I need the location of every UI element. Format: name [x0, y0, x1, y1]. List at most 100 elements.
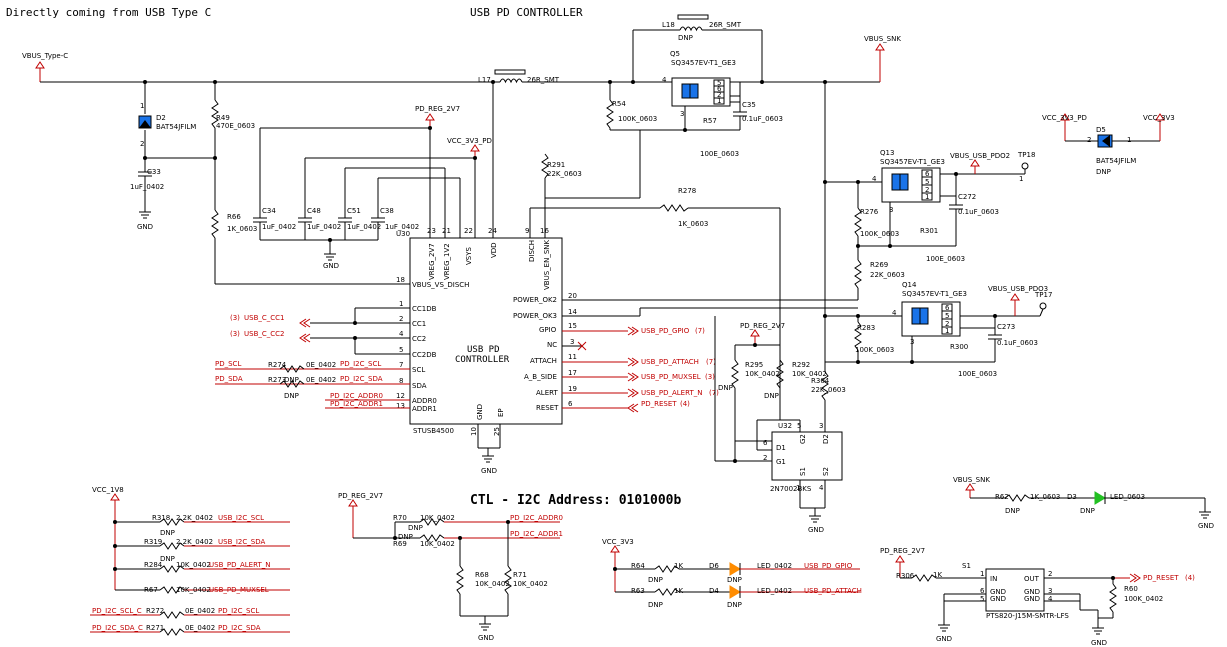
svg-text:10K_0402: 10K_0402 [176, 561, 211, 569]
svg-text:VREG_2V7: VREG_2V7 [428, 243, 436, 280]
pd-scl-label: PD_SCL [215, 360, 241, 368]
gnd-symbol: GND [323, 253, 339, 270]
svg-text:POWER_OK3: POWER_OK3 [513, 312, 557, 320]
svg-text:SDA: SDA [412, 382, 427, 390]
svg-text:PD_I2C_ADDR0: PD_I2C_ADDR0 [510, 514, 563, 522]
svg-text:TP17: TP17 [1034, 291, 1052, 299]
svg-text:C38: C38 [380, 207, 394, 215]
svg-text:22K_0603: 22K_0603 [811, 386, 846, 394]
svg-text:PD_RESET: PD_RESET [1143, 574, 1179, 582]
usb-pd-muxsel-port: USB_PD_MUXSEL (3) [562, 372, 715, 382]
svg-text:DNP: DNP [1080, 507, 1095, 515]
svg-text:USB PD: USB PD [467, 345, 500, 355]
svg-text:R271: R271 [146, 624, 164, 632]
r306-resistor: R306 1K [896, 571, 986, 582]
svg-text:8: 8 [399, 377, 403, 385]
r60-resistor: R60 100K_0402 [1098, 578, 1163, 619]
svg-text:6: 6 [945, 304, 950, 312]
svg-text:R71: R71 [513, 571, 527, 579]
svg-text:GND: GND [1024, 588, 1040, 596]
c33-capacitor: C33 1uF_0402 [130, 160, 164, 212]
c35-capacitor: C35 0.1uF_0603 [733, 101, 783, 130]
svg-text:USB_PD_ALERT_N: USB_PD_ALERT_N [209, 561, 270, 569]
svg-text:R319: R319 [144, 538, 162, 546]
svg-text:GND: GND [476, 404, 484, 420]
u32-mosfet: U32 2N7002BKS D1 G1 S1 G2 D2 S2 6 2 1 5 … [763, 422, 843, 493]
r54-resistor: R54 100K_0603 [606, 82, 657, 130]
svg-text:0.1uF_0603: 0.1uF_0603 [742, 115, 783, 123]
r318-resistor: R318 2.2K_0402 DNP USB_I2C_SCL [115, 514, 290, 537]
vcc1v8-symbol: VCC_1V8 [92, 486, 124, 590]
svg-text:DNP: DNP [160, 529, 175, 537]
r272-resistor: PD_I2C_SCL_C R272 0E_0402 PD_I2C_SCL [90, 607, 290, 619]
d4-led-branch: R63 1K DNP D4 LED_0402 DNP USB_PD_ATTACH [615, 585, 862, 609]
svg-text:2: 2 [399, 315, 403, 323]
svg-text:1uF_0402: 1uF_0402 [385, 223, 419, 231]
d2-diode: 1 2 D2 BAT54JFILM [138, 82, 196, 160]
svg-text:DNP: DNP [284, 392, 299, 400]
svg-text:VBUS_USB_PDO3: VBUS_USB_PDO3 [988, 285, 1048, 293]
svg-text:DNP: DNP [718, 384, 733, 392]
svg-text:100K_0603: 100K_0603 [860, 230, 899, 238]
tp18-testpoint: TP18 1 [1017, 151, 1035, 183]
r284-resistor: R284 10K_0402 USB_PD_ALERT_N [115, 561, 290, 573]
svg-text:PD_I2C_SDA: PD_I2C_SDA [340, 375, 383, 383]
svg-text:DNP: DNP [727, 601, 742, 609]
svg-text:25: 25 [493, 427, 501, 436]
svg-text:GND: GND [137, 223, 153, 231]
svg-text:(4): (4) [1185, 574, 1195, 582]
svg-text:10K_0402: 10K_0402 [176, 586, 211, 594]
svg-text:R49: R49 [216, 114, 230, 122]
r319-resistor: R319 2.2K_0402 DNP USB_I2C_SDA [115, 538, 290, 563]
svg-text:1: 1 [399, 300, 403, 308]
svg-text:12: 12 [396, 392, 405, 400]
svg-text:1K: 1K [674, 562, 683, 570]
svg-text:GND: GND [323, 262, 339, 270]
vbus-snk-symbol: VBUS_SNK [864, 35, 901, 82]
svg-text:10K_0402: 10K_0402 [513, 580, 548, 588]
svg-text:SCL: SCL [412, 366, 425, 374]
svg-text:CC1: CC1 [412, 320, 426, 328]
svg-text:VCC_3V3_PD: VCC_3V3_PD [447, 137, 492, 145]
svg-text:GND: GND [1091, 639, 1107, 647]
svg-text:GND: GND [808, 526, 824, 534]
svg-text:GND: GND [990, 595, 1006, 603]
svg-text:DNP: DNP [408, 524, 423, 532]
svg-text:USB_PD_ATTACH: USB_PD_ATTACH [641, 358, 699, 366]
svg-text:S1: S1 [962, 562, 971, 570]
d6-led-branch: R64 1K DNP D6 LED_0402 DNP USB_PD_GPIO [615, 562, 860, 584]
svg-text:DNP: DNP [678, 34, 693, 42]
gnd-symbol: GND [137, 211, 153, 231]
svg-text:SQ3457EV-T1_GE3: SQ3457EV-T1_GE3 [902, 290, 967, 298]
svg-text:1K_0603: 1K_0603 [227, 225, 257, 233]
svg-text:GPIO: GPIO [539, 326, 557, 334]
svg-text:2: 2 [945, 320, 949, 328]
svg-text:0E_0402: 0E_0402 [306, 376, 336, 384]
svg-text:R57: R57 [703, 117, 717, 125]
svg-text:1uF_0402: 1uF_0402 [347, 223, 381, 231]
u30-left-pins: VBUS_VS_DISCH 18 CC1DB 1 CC1 2 CC2 4 CC2… [396, 276, 469, 413]
svg-text:CC2: CC2 [412, 335, 426, 343]
svg-text:C51: C51 [347, 207, 361, 215]
controller-title: USB PD CONTROLLER [470, 6, 583, 19]
svg-text:R301: R301 [920, 227, 938, 235]
svg-text:15: 15 [568, 322, 577, 330]
svg-text:ADDR0: ADDR0 [412, 397, 437, 405]
svg-text:6: 6 [568, 400, 573, 408]
svg-text:(7): (7) [709, 389, 719, 397]
c34-capacitor: C34 1uF_0402 [253, 128, 296, 240]
svg-text:PD_REG_2V7: PD_REG_2V7 [415, 105, 460, 113]
svg-text:0.1uF_0603: 0.1uF_0603 [997, 339, 1038, 347]
svg-text:R295: R295 [745, 361, 763, 369]
svg-text:VBUS_USB_PDO2: VBUS_USB_PDO2 [950, 152, 1010, 160]
pd-reg-u32-symbol: PD_REG_2V7 [740, 322, 785, 345]
svg-text:6: 6 [980, 587, 985, 595]
svg-text:POWER_OK2: POWER_OK2 [513, 296, 557, 304]
svg-text:4: 4 [892, 309, 897, 317]
svg-text:USB_PD_GPIO: USB_PD_GPIO [804, 562, 853, 570]
r304-resistor: R304 22K_0603 [811, 362, 846, 432]
svg-text:R276: R276 [860, 208, 879, 216]
svg-text:10K_0402: 10K_0402 [475, 580, 510, 588]
svg-text:R278: R278 [678, 187, 696, 195]
svg-text:3: 3 [1048, 587, 1052, 595]
